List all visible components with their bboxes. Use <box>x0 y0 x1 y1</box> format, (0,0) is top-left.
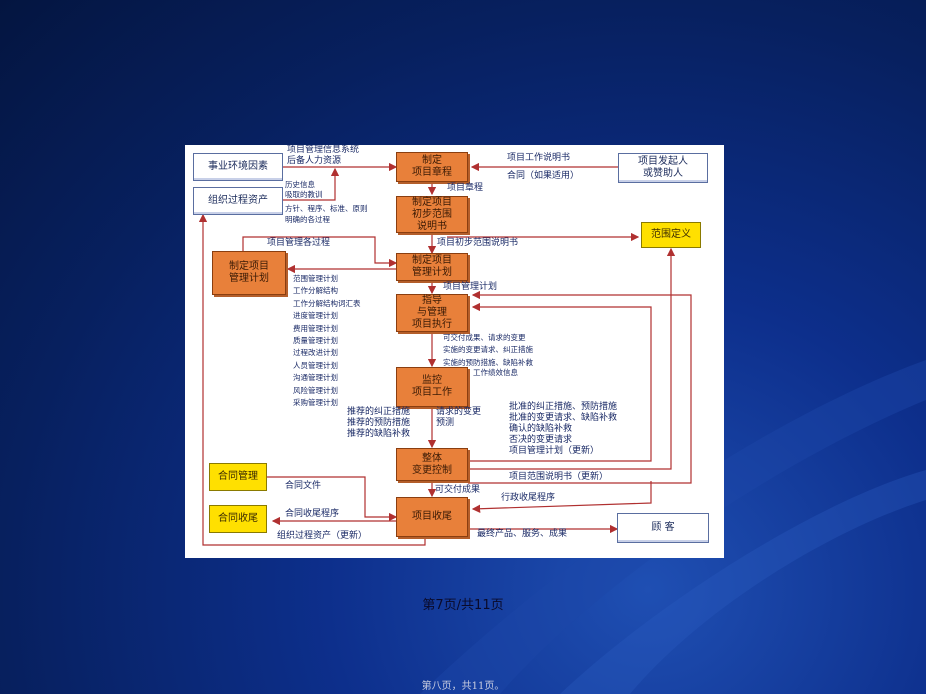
process-diagram: 事业环境因素 组织过程资产 项目发起人 或赞助人 顾 客 制定 项目章程 制定项… <box>185 145 724 558</box>
plan-list-item: 工作分解结构 <box>293 286 338 296</box>
plan-out-label: 项目管理计划 <box>443 282 498 292</box>
plan-left-box: 制定项目 管理计划 <box>212 251 286 295</box>
env-factors-box: 事业环境因素 <box>193 153 283 181</box>
contract-opt-label: 合同（如果适用） <box>507 171 580 181</box>
admin-close-label: 行政收尾程序 <box>501 493 556 503</box>
sow-label: 项目工作说明书 <box>507 153 571 163</box>
change-box: 整体 变更控制 <box>396 448 468 481</box>
page-indicator: 第7页/共11页 <box>422 598 504 613</box>
charter-box: 制定 项目章程 <box>396 152 468 182</box>
sponsor-box: 项目发起人 或赞助人 <box>618 153 708 183</box>
history-label: 历史信息 吸取的教训 <box>285 180 323 199</box>
prelim-out-label: 项目初步范围说明书 <box>437 238 519 248</box>
plan-list-item: 质量管理计划 <box>293 336 338 346</box>
plan-list: 范围管理计划 工作分解结构 工作分解结构词汇表 进度管理计划 费用管理计划 质量… <box>293 273 361 409</box>
pmis-label: 项目管理信息系统 后备人力资源 <box>287 145 360 166</box>
charter-out-label: 项目章程 <box>447 183 484 193</box>
deliverables-label: 可交付成果、请求的变更 实施的变更请求、纠正措施 实施的预防措施、缺陷补救 <box>443 333 533 367</box>
plan-list-item: 工作分解结构词汇表 <box>293 298 361 308</box>
scope-update-label: 项目范围说明书（更新） <box>509 472 609 482</box>
recommended-label: 推荐的纠正措施 推荐的预防措施 推荐的缺陷补救 <box>347 407 411 439</box>
plan-list-item: 进度管理计划 <box>293 311 338 321</box>
prelim-scope-box: 制定项目 初步范围 说明书 <box>396 196 468 233</box>
approved-label: 批准的纠正措施、预防措施 批准的变更请求、缺陷补救 确认的缺陷补救 否决的变更请… <box>509 402 618 456</box>
plan-list-item: 人员管理计划 <box>293 360 338 370</box>
plan-box: 制定项目 管理计划 <box>396 253 468 281</box>
direct-box: 指导 与管理 项目执行 <box>396 294 468 332</box>
org-update-label: 组织过程资产（更新） <box>277 531 368 541</box>
plan-list-item: 范围管理计划 <box>293 274 338 283</box>
deliv-out-label: 可交付成果 <box>435 485 481 495</box>
plan-list-item: 过程改进计划 <box>293 348 338 358</box>
requested-label: 请求的变更 预测 <box>436 407 482 428</box>
scope-def-box: 范围定义 <box>641 222 701 248</box>
plan-list-item: 采购管理计划 <box>293 398 338 408</box>
close-box: 项目收尾 <box>396 497 468 537</box>
pm-processes-label: 项目管理各过程 <box>267 238 331 248</box>
plan-list-item: 风险管理计划 <box>293 385 338 395</box>
plan-list-item: 沟通管理计划 <box>293 373 338 383</box>
customer-box: 顾 客 <box>617 513 709 543</box>
perf-info-label: 工作绩效信息 <box>473 368 518 377</box>
monitor-box: 监控 项目工作 <box>396 367 468 407</box>
contract-mgmt-box: 合同管理 <box>209 463 267 491</box>
contract-close-box: 合同收尾 <box>209 505 267 533</box>
plan-list-item: 费用管理计划 <box>293 323 338 333</box>
page-indicator-cn: 第八页，共11页。 <box>421 681 505 692</box>
final-product-label: 最终产品、服务、成果 <box>477 529 568 539</box>
policy-label: 方针、程序、标准、原则 明确的各过程 <box>285 204 368 224</box>
contract-docs-label: 合同文件 <box>285 481 322 491</box>
contract-proc-label: 合同收尾程序 <box>285 509 340 519</box>
org-assets-box: 组织过程资产 <box>193 187 283 215</box>
flow-arrows <box>198 162 692 546</box>
